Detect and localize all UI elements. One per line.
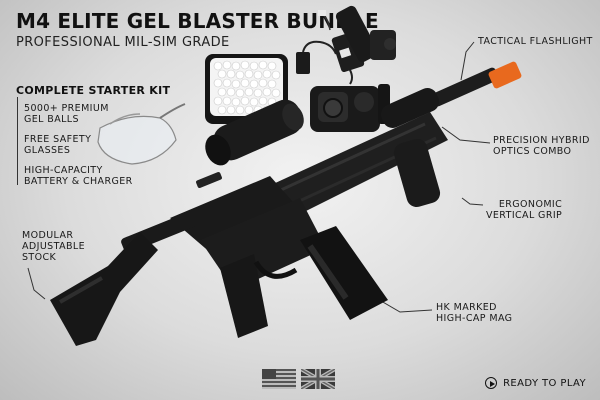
kit-item-glasses: FREE SAFETY GLASSES bbox=[24, 134, 92, 156]
callout-stock: MODULAR ADJUSTABLE STOCK bbox=[22, 230, 85, 263]
ready-to-play-badge: READY TO PLAY bbox=[485, 377, 586, 389]
tactical-flashlight bbox=[380, 88, 440, 128]
kit-divider-line bbox=[17, 97, 18, 185]
holographic-sight bbox=[310, 84, 390, 132]
callout-flashlight: TACTICAL FLASHLIGHT bbox=[478, 36, 593, 47]
gel-blaster bbox=[50, 61, 522, 346]
ready-label: READY TO PLAY bbox=[503, 377, 586, 389]
pistol-grip bbox=[220, 254, 268, 338]
vertical-grip bbox=[393, 138, 441, 208]
magazine bbox=[300, 226, 388, 320]
gel-balls-box bbox=[205, 54, 288, 124]
callout-grip: ERGONOMIC VERTICAL GRIP bbox=[486, 199, 563, 221]
safety-glasses bbox=[97, 103, 186, 165]
page-subtitle: PROFESSIONAL MIL-SIM GRADE bbox=[16, 35, 230, 50]
uk-flag-icon bbox=[299, 367, 337, 391]
magnifier-optic bbox=[205, 99, 304, 166]
spare-sight bbox=[335, 5, 396, 63]
callout-lines bbox=[27, 41, 491, 313]
kit-heading: COMPLETE STARTER KIT bbox=[16, 84, 171, 97]
stock bbox=[50, 232, 158, 346]
play-icon bbox=[485, 377, 498, 389]
us-flag-icon bbox=[262, 369, 296, 389]
callout-optics: PRECISION HYBRID OPTICS COMBO bbox=[493, 135, 590, 157]
kit-item-gel-balls: 5000+ PREMIUM GEL BALLS bbox=[24, 103, 109, 125]
callout-mag: HK MARKED HIGH-CAP MAG bbox=[436, 302, 513, 324]
muzzle-tip bbox=[488, 61, 522, 89]
kit-item-battery: HIGH-CAPACITY BATTERY & CHARGER bbox=[24, 165, 133, 187]
